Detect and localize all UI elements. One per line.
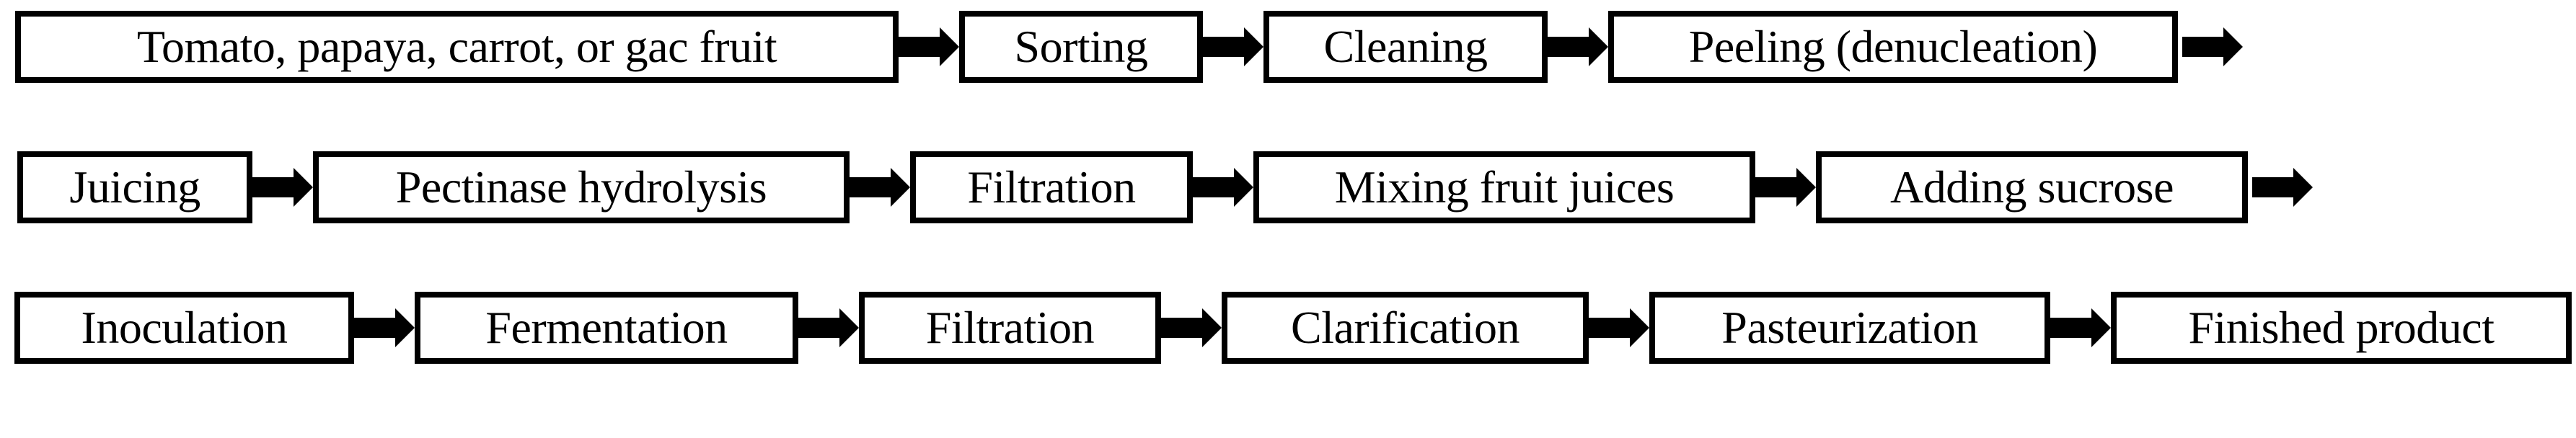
arrow-shaft — [354, 318, 395, 338]
arrow-right-icon — [2050, 308, 2111, 347]
step-sorting: Sorting — [959, 11, 1203, 83]
step-mixing-fruit-juices: Mixing fruit juices — [1253, 151, 1755, 223]
step-label: Cleaning — [1323, 21, 1488, 72]
arrow-shaft — [899, 37, 940, 57]
arrow-shaft — [2182, 37, 2223, 57]
step-label: Inoculation — [81, 302, 288, 353]
arrow-right-icon — [354, 308, 415, 347]
arrow-head — [1796, 168, 1816, 207]
arrow-head — [1630, 308, 1649, 347]
step-label: Juicing — [69, 161, 200, 213]
arrow-right-icon — [1589, 308, 1649, 347]
step-finished-product: Finished product — [2111, 292, 2572, 364]
step-label: Clarification — [1291, 302, 1519, 353]
step-label: Filtration — [925, 302, 1095, 353]
arrow-right-icon — [1203, 27, 1263, 66]
arrow-right-icon — [1161, 308, 1222, 347]
arrow-shaft — [1548, 37, 1589, 57]
step-label: Pasteurization — [1721, 302, 1978, 353]
step-label: Pectinase hydrolysis — [395, 161, 767, 213]
arrow-shaft — [1161, 318, 1202, 338]
flow-row-1: Tomato, papaya, carrot, or gac fruit Sor… — [0, 11, 2243, 83]
step-juicing: Juicing — [17, 151, 252, 223]
arrow-right-icon — [850, 168, 910, 207]
arrow-right-icon — [798, 308, 859, 347]
step-adding-sucrose: Adding sucrose — [1816, 151, 2248, 223]
arrow-right-icon — [1193, 168, 1253, 207]
arrow-shaft — [798, 318, 839, 338]
step-peeling-denucleation: Peeling (denucleation) — [1608, 11, 2178, 83]
step-label: Mixing fruit juices — [1334, 161, 1675, 213]
arrow-head — [2091, 308, 2111, 347]
arrow-head — [1244, 27, 1263, 66]
flow-row-3: Inoculation Fermentation Filtration Clar… — [0, 292, 2572, 364]
step-pectinase-hydrolysis: Pectinase hydrolysis — [313, 151, 850, 223]
flow-row-2: Juicing Pectinase hydrolysis Filtration … — [0, 151, 2313, 223]
row-continuation-arrow-icon — [2252, 168, 2313, 207]
arrow-right-icon — [1548, 27, 1608, 66]
arrow-shaft — [1755, 177, 1796, 197]
arrow-shaft — [1589, 318, 1630, 338]
step-label: Adding sucrose — [1890, 161, 2174, 213]
arrow-head — [2293, 168, 2313, 207]
step-label: Sorting — [1014, 21, 1148, 72]
arrow-shaft — [252, 177, 294, 197]
step-label: Peeling (denucleation) — [1688, 21, 2098, 72]
arrow-right-icon — [1755, 168, 1816, 207]
step-fermentation: Fermentation — [415, 292, 798, 364]
arrow-shaft — [850, 177, 891, 197]
arrow-right-icon — [899, 27, 959, 66]
arrow-head — [891, 168, 910, 207]
arrow-shaft — [2050, 318, 2091, 338]
arrow-shaft — [1203, 37, 1244, 57]
step-filtration-2: Filtration — [859, 292, 1161, 364]
step-cleaning: Cleaning — [1263, 11, 1548, 83]
arrow-head — [395, 308, 415, 347]
arrow-head — [1202, 308, 1222, 347]
arrow-head — [1589, 27, 1608, 66]
step-tomato-papaya-carrot-gac-fruit: Tomato, papaya, carrot, or gac fruit — [15, 11, 899, 83]
arrow-head — [1234, 168, 1253, 207]
step-label: Tomato, papaya, carrot, or gac fruit — [136, 21, 777, 72]
step-label: Filtration — [967, 161, 1136, 213]
step-clarification: Clarification — [1222, 292, 1589, 364]
arrow-head — [294, 168, 313, 207]
arrow-head — [2223, 27, 2243, 66]
arrow-head — [839, 308, 859, 347]
step-filtration-1: Filtration — [910, 151, 1193, 223]
step-pasteurization: Pasteurization — [1649, 292, 2050, 364]
arrow-right-icon — [252, 168, 313, 207]
step-label: Fermentation — [485, 302, 728, 353]
arrow-shaft — [1193, 177, 1234, 197]
row-continuation-arrow-icon — [2182, 27, 2243, 66]
arrow-head — [940, 27, 959, 66]
step-label: Finished product — [2188, 302, 2495, 353]
step-inoculation: Inoculation — [14, 292, 354, 364]
arrow-shaft — [2252, 177, 2293, 197]
